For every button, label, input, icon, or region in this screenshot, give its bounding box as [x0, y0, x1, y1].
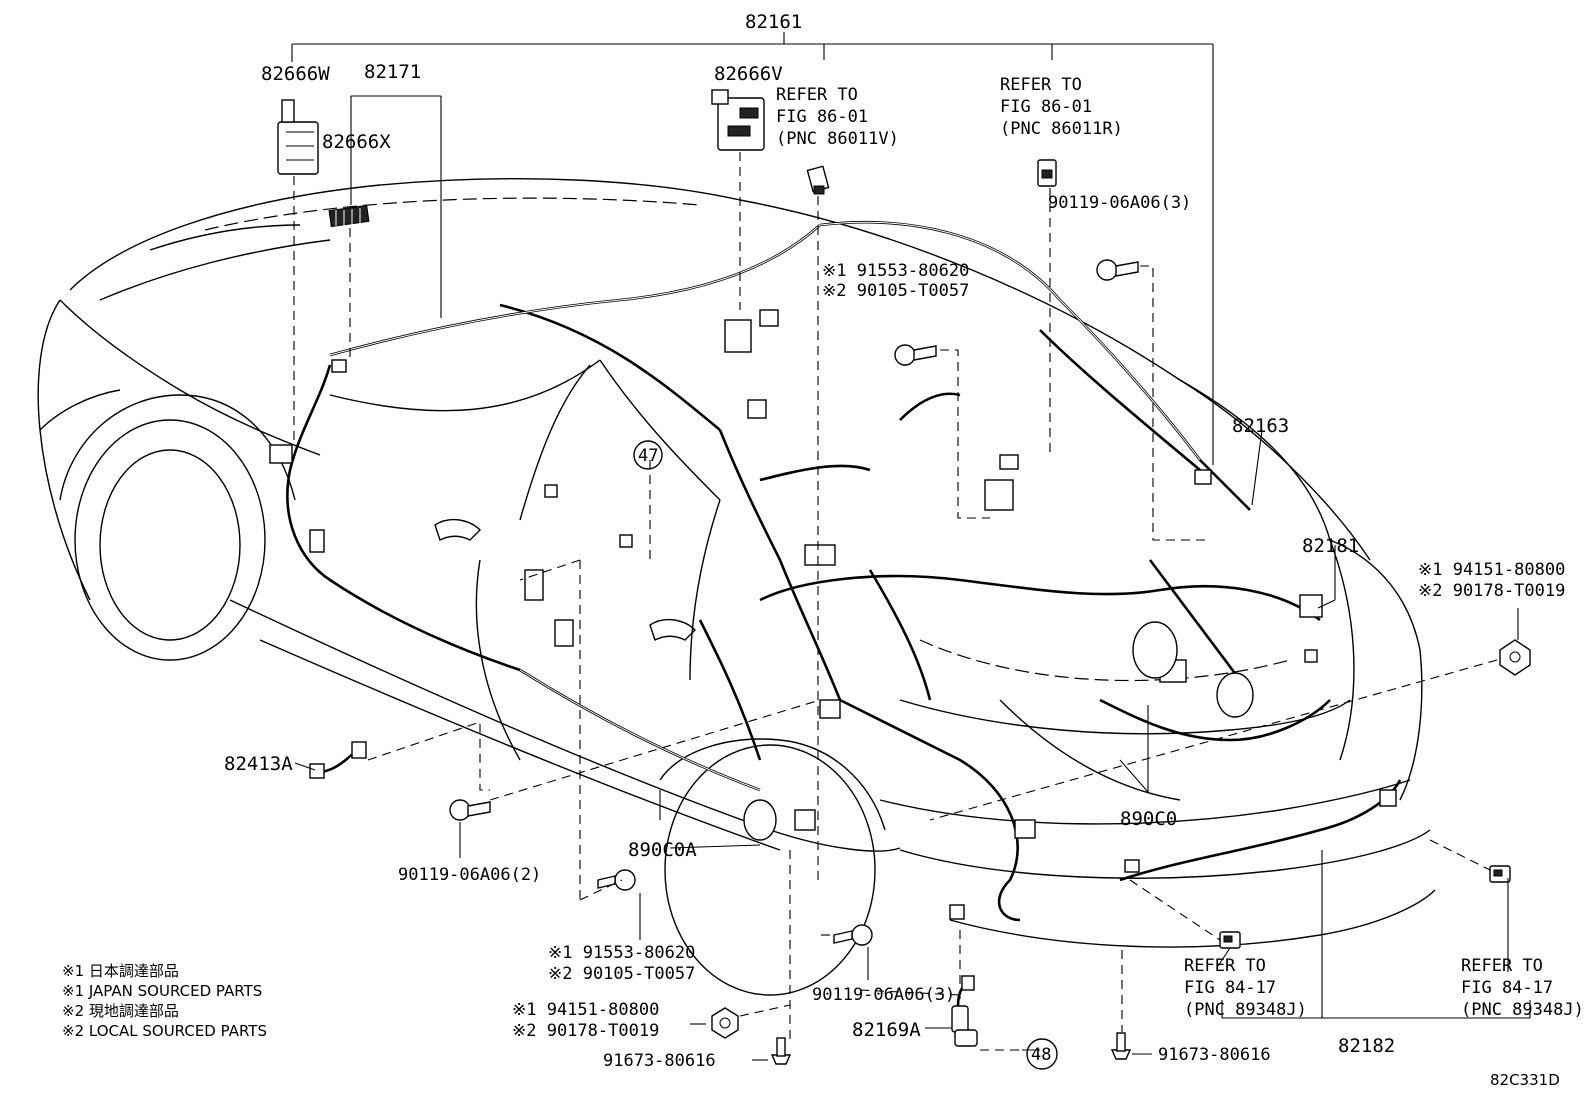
refer-89348j-a-line2: FIG 84-17: [1184, 978, 1276, 998]
label-890c0: 890C0: [1120, 808, 1177, 830]
refer-89348j-b-line3: (PNC 89348J): [1461, 1000, 1584, 1020]
connector-82169a-icon: [951, 975, 978, 1047]
note-line-3: ※2 現地調達部品: [62, 1002, 179, 1020]
label-clip-91673-right: 91673-80616: [1158, 1045, 1271, 1065]
clip-icon-91673-right: [1110, 1032, 1132, 1060]
label-890c0a: 890C0A: [628, 839, 697, 861]
connector-86011r-icon: [1037, 159, 1057, 187]
fastener-labels: 90119-06A06(3) 90119-06A06(2) 90119-06A0…: [398, 193, 1565, 1071]
refer-86011r-line2: FIG 86-01: [1000, 97, 1092, 117]
label-upper-center-1: ※1 91553-80620: [822, 261, 969, 281]
refer-86011r-line1: REFER TO: [1000, 75, 1082, 95]
circle-ref-47: 47: [638, 446, 658, 466]
component-82666v-icon: [711, 89, 765, 151]
nut-icon-right: [1499, 639, 1531, 676]
label-right-1: ※1 94151-80800: [1418, 560, 1565, 580]
refer-86011v-line3: (PNC 86011V): [776, 129, 899, 149]
connector-89348j-right-icon: [1489, 865, 1511, 883]
bolt-icon-lower-center: [597, 869, 636, 891]
label-bolt-left-bottom: 90119-06A06(2): [398, 865, 541, 885]
refer-89348j-b-line2: FIG 84-17: [1461, 978, 1553, 998]
label-82666v: 82666V: [714, 63, 783, 85]
circle-references: 47 48: [638, 446, 1051, 1065]
wire-harness-main: [286, 220, 1402, 922]
refer-89348j-b-line1: REFER TO: [1461, 956, 1543, 976]
label-lower-center-1: ※1 91553-80620: [548, 943, 695, 963]
bolt-icon-left-bottom: [449, 799, 491, 821]
note-line-4: ※2 LOCAL SOURCED PARTS: [62, 1022, 267, 1040]
label-82182: 82182: [1338, 1035, 1395, 1057]
circle-ref-48: 48: [1031, 1045, 1051, 1065]
label-bolt-top-right: 90119-06A06(3): [1048, 193, 1191, 213]
connector-82413a-icon: [309, 741, 367, 779]
nut-icon-lower-left: [711, 1007, 739, 1039]
circle-ref-48-ring: [1026, 1038, 1058, 1070]
car-body-outline: [37, 177, 1436, 996]
bolt-icon-center-bottom: [833, 924, 873, 946]
label-82666w: 82666W: [261, 63, 330, 85]
label-clip-91673-left: 91673-80616: [603, 1051, 716, 1071]
refer-to-blocks: REFER TO FIG 86-01 (PNC 86011V) REFER TO…: [776, 75, 1584, 1020]
label-lower-center-2: ※2 90105-T0057: [548, 964, 695, 984]
note-line-1: ※1 日本調達部品: [62, 962, 179, 980]
refer-86011v-line2: FIG 86-01: [776, 107, 868, 127]
label-bolt-center-bottom: 90119-06A06(3): [812, 985, 955, 1005]
refer-89348j-a-line1: REFER TO: [1184, 956, 1266, 976]
label-right-2: ※2 90178-T0019: [1418, 581, 1565, 601]
clip-icon-91673-left: [770, 1037, 792, 1065]
note-line-2: ※1 JAPAN SOURCED PARTS: [62, 982, 262, 1000]
connector-89348j-left-icon: [1219, 931, 1241, 949]
component-82666w-82171-icon: [277, 99, 319, 175]
bolt-icon-top-right: [1096, 259, 1139, 281]
part-number-labels: 82161 82171 82666W 82666X 82666V 82163 8…: [224, 11, 1395, 1057]
label-82163: 82163: [1232, 415, 1289, 437]
legend-notes: ※1 日本調達部品 ※1 JAPAN SOURCED PARTS ※2 現地調達…: [62, 962, 267, 1040]
label-82161: 82161: [745, 11, 802, 33]
label-82181: 82181: [1302, 535, 1359, 557]
connector-blocks: [269, 309, 1397, 920]
refer-86011v-line1: REFER TO: [776, 85, 858, 105]
label-82666x: 82666X: [322, 131, 391, 153]
label-82169a: 82169A: [852, 1019, 921, 1041]
connector-86011v-icon: [806, 165, 830, 195]
circle-ref-47-ring: [633, 440, 663, 470]
label-lower-left-2: ※2 90178-T0019: [512, 1021, 659, 1041]
leader-lines: [291, 32, 1531, 1061]
label-82171: 82171: [364, 61, 421, 83]
bolt-icon-upper-center: [894, 344, 937, 366]
label-82413a: 82413A: [224, 753, 293, 775]
label-lower-left-1: ※1 94151-80800: [512, 1000, 659, 1020]
component-82666x-icon: [328, 204, 370, 228]
refer-86011r-line3: (PNC 86011R): [1000, 119, 1123, 139]
refer-89348j-a-line3: (PNC 89348J): [1184, 1000, 1307, 1020]
label-upper-center-2: ※2 90105-T0057: [822, 281, 969, 301]
drawing-id: 82C331D: [1490, 1071, 1560, 1089]
dashed-locator-lines: [293, 152, 1498, 1051]
